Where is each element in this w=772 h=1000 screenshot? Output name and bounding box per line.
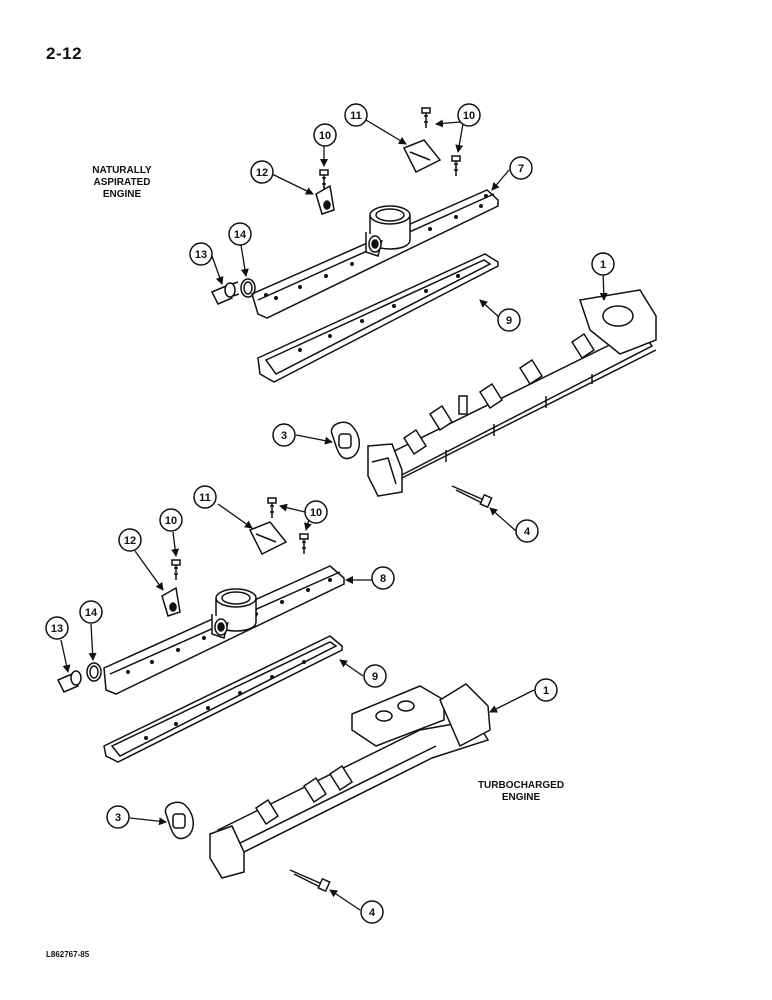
tc-exhaust-gasket bbox=[164, 801, 194, 840]
tc-callout-10: 10 bbox=[159, 508, 183, 532]
na-manifold-bolt bbox=[451, 485, 493, 509]
callout-number: 10 bbox=[310, 507, 322, 519]
na-callout-9: 9 bbox=[497, 308, 521, 332]
figure-code: L862767-85 bbox=[46, 950, 90, 959]
callout-number: 3 bbox=[115, 812, 121, 824]
callout-number: 10 bbox=[165, 515, 177, 527]
callout-number: 9 bbox=[372, 671, 378, 683]
callout-number: 10 bbox=[319, 130, 331, 142]
na-cover-gasket bbox=[257, 253, 499, 383]
na-callout-4: 4 bbox=[515, 519, 539, 543]
na-callout-10: 10 bbox=[457, 103, 481, 127]
callout-number: 11 bbox=[350, 110, 362, 122]
na-callout-11: 11 bbox=[344, 103, 368, 127]
turbocharged-label: TURBOCHARGED ENGINE bbox=[477, 780, 565, 803]
tc-callout-4: 4 bbox=[360, 900, 384, 924]
callout-number: 1 bbox=[543, 685, 549, 697]
na-mounting-bracket-small bbox=[315, 184, 335, 215]
callout-number: 13 bbox=[195, 249, 207, 261]
callout-number: 11 bbox=[199, 492, 211, 504]
page-number: 2-12 bbox=[46, 44, 83, 63]
tc-callout-8: 8 bbox=[371, 566, 395, 590]
tc-drain-plug bbox=[56, 670, 82, 693]
callout-number: 12 bbox=[124, 535, 136, 547]
tc-callout-10: 10 bbox=[304, 500, 328, 524]
na-drain-plug bbox=[210, 281, 240, 305]
tc-mounting-bracket-large bbox=[248, 521, 288, 556]
na-callout-12: 12 bbox=[250, 160, 274, 184]
na-callout-1: 1 bbox=[591, 252, 615, 276]
callout-number: 4 bbox=[369, 907, 376, 919]
tc-mounting-bracket-small bbox=[161, 586, 181, 617]
callout-number: 12 bbox=[256, 167, 268, 179]
tc-callout-14: 14 bbox=[79, 600, 103, 624]
callout-number: 8 bbox=[380, 573, 386, 585]
tc-inlet-elbow bbox=[211, 588, 257, 639]
callout-number: 1 bbox=[600, 259, 606, 271]
tc-cover-gasket bbox=[103, 635, 343, 763]
tc-callout-1: 1 bbox=[534, 678, 558, 702]
tc-callout-3: 3 bbox=[106, 805, 130, 829]
tc-sealing-washer bbox=[86, 662, 102, 682]
na-sealing-washer bbox=[240, 278, 256, 298]
tc-callout-11: 11 bbox=[193, 485, 217, 509]
callout-number: 10 bbox=[463, 110, 475, 122]
na-inlet-elbow bbox=[365, 205, 411, 257]
na-callout-7: 7 bbox=[509, 156, 533, 180]
naturally-aspirated-label: NATURALLY ASPIRATED ENGINE bbox=[92, 165, 152, 200]
na-exhaust-gasket bbox=[330, 421, 360, 460]
tc-callout-12: 12 bbox=[118, 528, 142, 552]
tc-manifold-bolt bbox=[289, 869, 331, 893]
na-callout-3: 3 bbox=[272, 423, 296, 447]
callout-number: 3 bbox=[281, 430, 287, 442]
tc-callout-13: 13 bbox=[45, 616, 69, 640]
tc-callout-9: 9 bbox=[363, 664, 387, 688]
callout-number: 13 bbox=[51, 623, 63, 635]
callout-number: 9 bbox=[506, 315, 512, 327]
callout-number: 4 bbox=[524, 526, 531, 538]
callout-number: 14 bbox=[85, 607, 98, 619]
tc-bolts bbox=[171, 497, 309, 580]
tc-exhaust-manifold bbox=[209, 683, 491, 879]
na-leader-lines bbox=[211, 119, 608, 532]
na-exhaust-manifold bbox=[367, 289, 657, 497]
na-mounting-bracket-large bbox=[402, 139, 442, 174]
na-callout-10: 10 bbox=[313, 123, 337, 147]
na-callout-14: 14 bbox=[228, 222, 252, 246]
na-bolts bbox=[319, 107, 461, 190]
tc-leader-lines bbox=[60, 503, 535, 911]
callout-number: 7 bbox=[518, 163, 524, 175]
callout-number: 14 bbox=[234, 229, 247, 241]
na-callout-13: 13 bbox=[189, 242, 213, 266]
